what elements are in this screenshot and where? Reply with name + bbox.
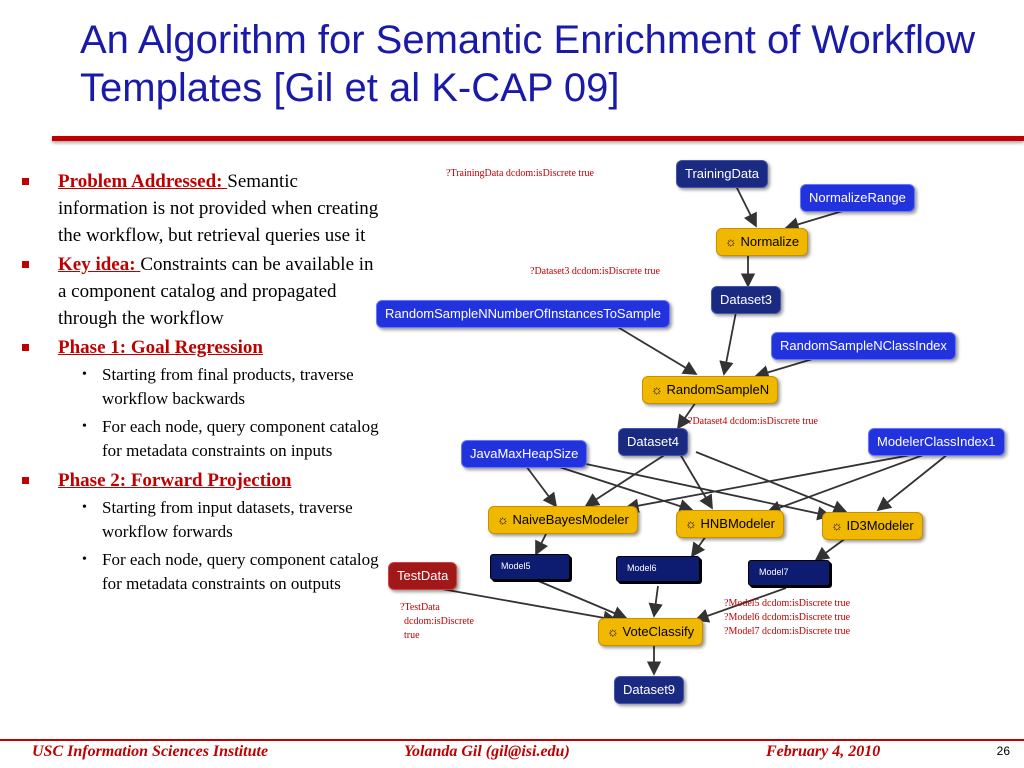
node-random-sample-n[interactable]: RandomSampleN (642, 376, 779, 404)
sub-bullet-text: Starting from input datasets, traverse w… (102, 498, 353, 541)
node-id3[interactable]: ID3Modeler (822, 512, 923, 540)
annotation-test-3: true (404, 630, 420, 641)
annotation-test-2: dcdom:isDiscrete (404, 616, 474, 627)
bullet-dot-icon: • (82, 367, 87, 382)
node-model5[interactable]: Model5 (490, 554, 570, 580)
node-modeler-class-index[interactable]: ModelerClassIndex1 (868, 428, 1005, 456)
bullet-text: Constraints can be available in a compon… (58, 254, 374, 329)
annotation-models-2: ?Model6 dcdom:isDiscrete true (724, 612, 851, 623)
annotation-training: ?TrainingData dcdom:isDiscrete true (446, 168, 594, 179)
bullet-problem: Problem Addressed: Semantic information … (22, 168, 382, 249)
bullet-dot-icon: • (82, 552, 87, 567)
footer-institute: USC Information Sciences Institute (32, 743, 269, 760)
node-dataset9[interactable]: Dataset9 (614, 676, 685, 704)
node-test-data[interactable]: TestData (388, 562, 458, 590)
bullet-phase2: Phase 2: Forward Projection (22, 467, 382, 494)
edge (535, 579, 628, 620)
edge (624, 453, 917, 513)
sub-bullet: • Starting from input datasets, traverse … (22, 496, 382, 544)
annotation-dataset3: ?Dataset3 dcdom:isDiscrete true (530, 266, 660, 277)
edge (615, 325, 698, 375)
edge (535, 533, 549, 556)
node-training-data[interactable]: TrainingData (676, 160, 768, 188)
edge (690, 535, 707, 558)
bullet-square-icon (22, 344, 29, 351)
node-model6[interactable]: Model6 (616, 556, 700, 582)
edge (784, 209, 847, 232)
sub-bullet: • Starting from final products, traverse … (22, 363, 382, 411)
edge (766, 453, 927, 515)
node-java-max-heap[interactable]: JavaMaxHeapSize (461, 440, 588, 468)
annotation-models-1: ?Model5 dcdom:isDiscrete true (724, 598, 851, 609)
edge (719, 311, 737, 376)
node-vote-classify[interactable]: VoteClassify (598, 618, 704, 646)
edge (585, 463, 832, 521)
sub-bullet: • For each node, query component catalog … (22, 415, 382, 463)
bullet-square-icon (22, 261, 29, 268)
sub-bullet-text: For each node, query component catalog f… (102, 550, 379, 593)
bullet-square-icon (22, 178, 29, 185)
footer-date: February 4, 2010 (766, 743, 881, 760)
bullet-dot-icon: • (82, 500, 87, 515)
sub-bullet-text: For each node, query component catalog f… (102, 417, 379, 460)
edge (679, 453, 713, 510)
bullet-square-icon (22, 477, 29, 484)
workflow-edges (435, 185, 949, 676)
edge (876, 453, 949, 512)
annotation-test-1: ?TestData (400, 602, 440, 613)
bullet-key-idea: Key idea: Constraints can be available i… (22, 251, 382, 332)
edge (525, 465, 558, 508)
bullet-dot-icon: • (82, 419, 87, 434)
edge (814, 537, 847, 562)
node-normalize-range[interactable]: NormalizeRange (800, 184, 915, 212)
edge (648, 585, 663, 618)
page-number: 26 (996, 744, 1010, 758)
footer-divider (0, 739, 1024, 741)
edge (754, 357, 817, 380)
node-normalize[interactable]: Normalize (716, 228, 809, 256)
node-hnb[interactable]: HNBModeler (676, 510, 784, 538)
slide-title: An Algorithm for Semantic Enrichment of … (80, 18, 976, 110)
edge (676, 401, 697, 430)
node-dataset3[interactable]: Dataset3 (711, 286, 782, 314)
bullet-phase1: Phase 1: Goal Regression (22, 334, 382, 361)
edge (735, 185, 757, 228)
node-random-sample-class-index[interactable]: RandomSampleNClassIndex (771, 332, 956, 360)
workflow-diagram: TrainingData NormalizeRange Normalize Da… (376, 150, 1024, 710)
bullet-text: Semantic information is not provided whe… (58, 171, 379, 246)
edge (584, 453, 667, 507)
sub-bullet: • For each node, query component catalog … (22, 548, 382, 596)
annotation-models-3: ?Model7 dcdom:isDiscrete true (724, 626, 851, 637)
footer-author: Yolanda Gil (gil@isi.edu) (404, 743, 570, 760)
bullet-label: Phase 2: Forward Projection (58, 470, 292, 491)
title-divider (52, 136, 1024, 141)
edge (435, 587, 618, 625)
edge (555, 465, 694, 513)
bullet-list: Problem Addressed: Semantic information … (22, 168, 382, 600)
node-naive-bayes[interactable]: NaiveBayesModeler (488, 506, 638, 534)
edge (694, 587, 787, 623)
bullet-label: Problem Addressed: (58, 171, 228, 192)
node-random-sample-instances[interactable]: RandomSampleNNumberOfInstancesToSample (376, 300, 671, 328)
node-model7[interactable]: Model7 (748, 560, 830, 586)
bullet-label: Phase 1: Goal Regression (58, 337, 263, 358)
node-dataset4[interactable]: Dataset4 (618, 428, 689, 456)
bullet-label: Key idea: (58, 254, 141, 275)
sub-bullet-text: Starting from final products, traverse w… (102, 365, 354, 408)
edge (695, 451, 848, 515)
annotation-dataset4: ?Dataset4 dcdom:isDiscrete true (688, 416, 818, 427)
